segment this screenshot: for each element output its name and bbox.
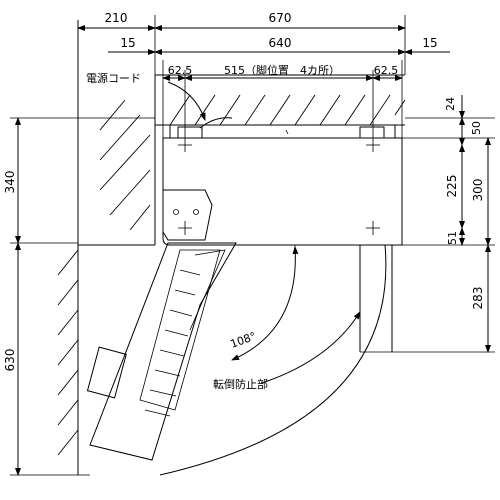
- dim-inner-width: 640: [269, 36, 292, 50]
- dim-foot-left: 62.5: [168, 64, 193, 77]
- dim-wall-left: 15: [120, 36, 135, 50]
- dim-top-width: 670: [269, 11, 292, 25]
- power-cord-label: 電源コード: [86, 71, 141, 85]
- dim-left-630: 630: [3, 349, 17, 372]
- tip-prevention-label: 転倒防止部: [213, 377, 268, 391]
- dim-top-left: 210: [105, 11, 128, 25]
- dim-right-50: 50: [470, 121, 483, 135]
- dimension-lines: [10, 15, 495, 476]
- dim-foot-right: 62.5: [374, 64, 399, 77]
- dim-right-225: 225: [445, 175, 459, 198]
- dim-wall-right: 15: [422, 36, 437, 50]
- dim-right-283: 283: [471, 287, 485, 310]
- dim-right-300: 300: [471, 179, 485, 202]
- dim-foot-span: 515（脚位置 4カ所）: [224, 63, 340, 77]
- dim-right-51: 51: [446, 231, 459, 245]
- rotated-door-unit: [86, 242, 393, 476]
- cabinet-body: [162, 81, 403, 246]
- wall-hatching: [57, 20, 406, 475]
- dim-left-340: 340: [3, 171, 17, 194]
- dim-right-24: 24: [444, 97, 457, 111]
